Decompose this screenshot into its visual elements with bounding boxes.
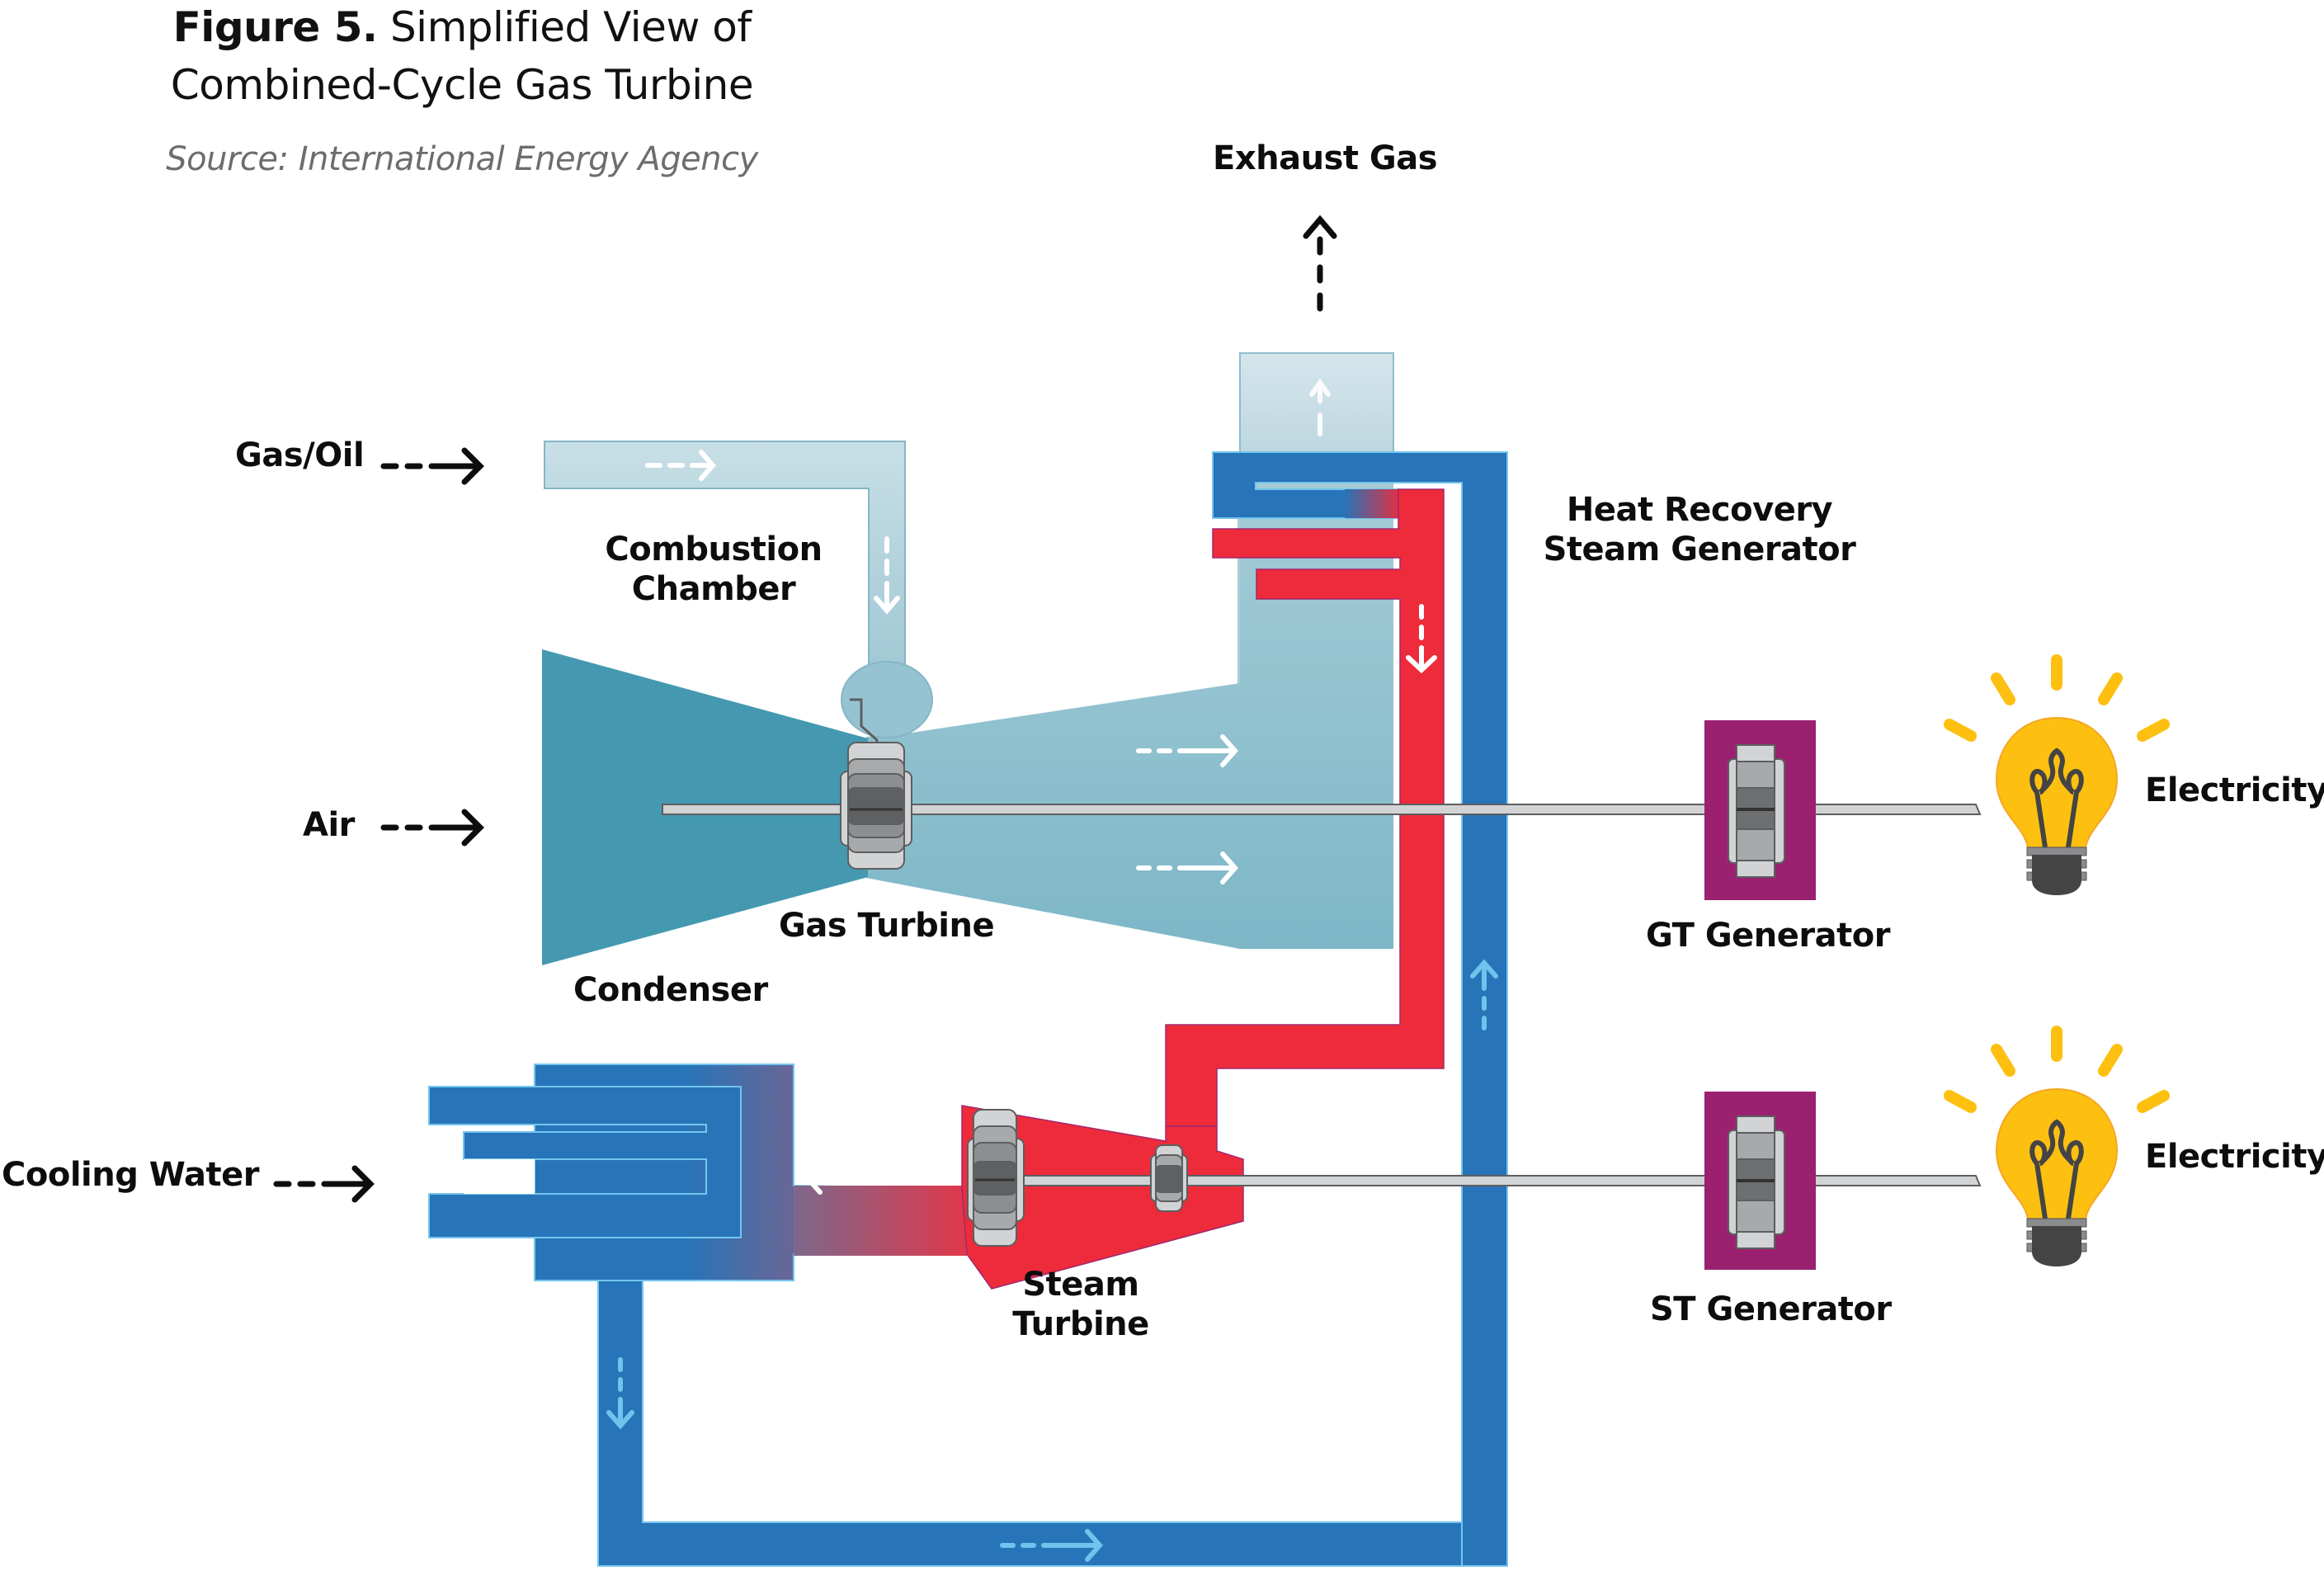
label-condenser: Condenser — [573, 971, 768, 1009]
label-heat-recovery-steam-generator: Heat Recovery Steam Generator — [1526, 490, 1873, 569]
feedwater-arrows-icon — [606, 959, 1498, 1562]
exhaust-stack — [1239, 352, 1394, 461]
combustion-chamber — [841, 661, 933, 738]
label-st-generator: ST Generator — [1650, 1290, 1892, 1328]
label-electricity-st: Electricity — [2145, 1138, 2324, 1176]
gas-flow-arrow-icon — [1136, 734, 1239, 884]
light-bulb-top-icon — [1944, 654, 2170, 895]
label-cooling-water: Cooling Water — [2, 1156, 259, 1194]
condenser-fin-gap — [464, 1159, 535, 1194]
label-steam-turbine-line-2: Turbine — [1012, 1305, 1149, 1343]
label-combustion-chamber: Combustion Chamber — [577, 530, 850, 609]
figure-source: Source: International Energy Agency — [166, 140, 758, 178]
label-hrsg-line-2: Steam Generator — [1543, 531, 1856, 568]
label-steam-turbine-line-1: Steam — [1022, 1266, 1139, 1304]
label-gas-turbine: Gas Turbine — [779, 907, 995, 945]
air-input-arrow-icon — [380, 809, 484, 847]
fuel-flow-arrow-icon — [645, 450, 716, 481]
figure-number: Figure 5. — [172, 3, 378, 51]
hrsg-steam-coil — [1165, 488, 1445, 1127]
label-combustion-line-1: Combustion — [605, 531, 823, 568]
stack-flow-arrow-icon — [1309, 378, 1331, 436]
title-part-1: Simplified View of — [389, 3, 752, 51]
st-exhaust-duct — [794, 1186, 967, 1256]
gas-turbine-rotor-icon — [840, 698, 912, 870]
hrsg-heat-transition — [1345, 489, 1402, 518]
steam-turbine-rotor-large-icon — [967, 1109, 1025, 1247]
hrsg-water-coil — [1212, 451, 1508, 1567]
condenser-flow-arrow-icon — [804, 1162, 907, 1195]
light-bulb-bottom-icon — [1944, 1026, 2170, 1266]
st-generator — [1704, 1092, 1816, 1270]
label-exhaust-gas: Exhaust Gas — [1213, 139, 1438, 177]
label-gt-generator: GT Generator — [1646, 917, 1890, 955]
figure-title: Figure 5. Simplified View of Combined-Cy… — [124, 0, 800, 114]
condenser-coil — [428, 1086, 742, 1238]
label-air: Air — [303, 806, 355, 844]
gas-oil-input-arrow-icon — [380, 447, 484, 485]
label-steam-turbine: Steam Turbine — [949, 1265, 1213, 1344]
gt-shaft — [662, 804, 1982, 815]
title-line-1: Figure 5. Simplified View of — [124, 0, 800, 56]
exhaust-gas-arrow-icon — [1303, 215, 1337, 312]
label-hrsg-line-1: Heat Recovery — [1566, 491, 1833, 529]
title-part-2: Combined-Cycle Gas Turbine — [170, 61, 754, 109]
steam-turbine-rotor-small-icon — [1150, 1144, 1188, 1212]
gt-generator — [1704, 720, 1816, 900]
label-gas-oil: Gas/Oil — [235, 436, 365, 474]
label-electricity-gt: Electricity — [2145, 771, 2324, 809]
steam-down-arrow-icon — [1406, 604, 1437, 674]
fuel-down-arrow-icon — [874, 536, 900, 615]
cooling-water-input-arrow-icon — [273, 1165, 375, 1203]
label-combustion-line-2: Chamber — [631, 570, 796, 608]
